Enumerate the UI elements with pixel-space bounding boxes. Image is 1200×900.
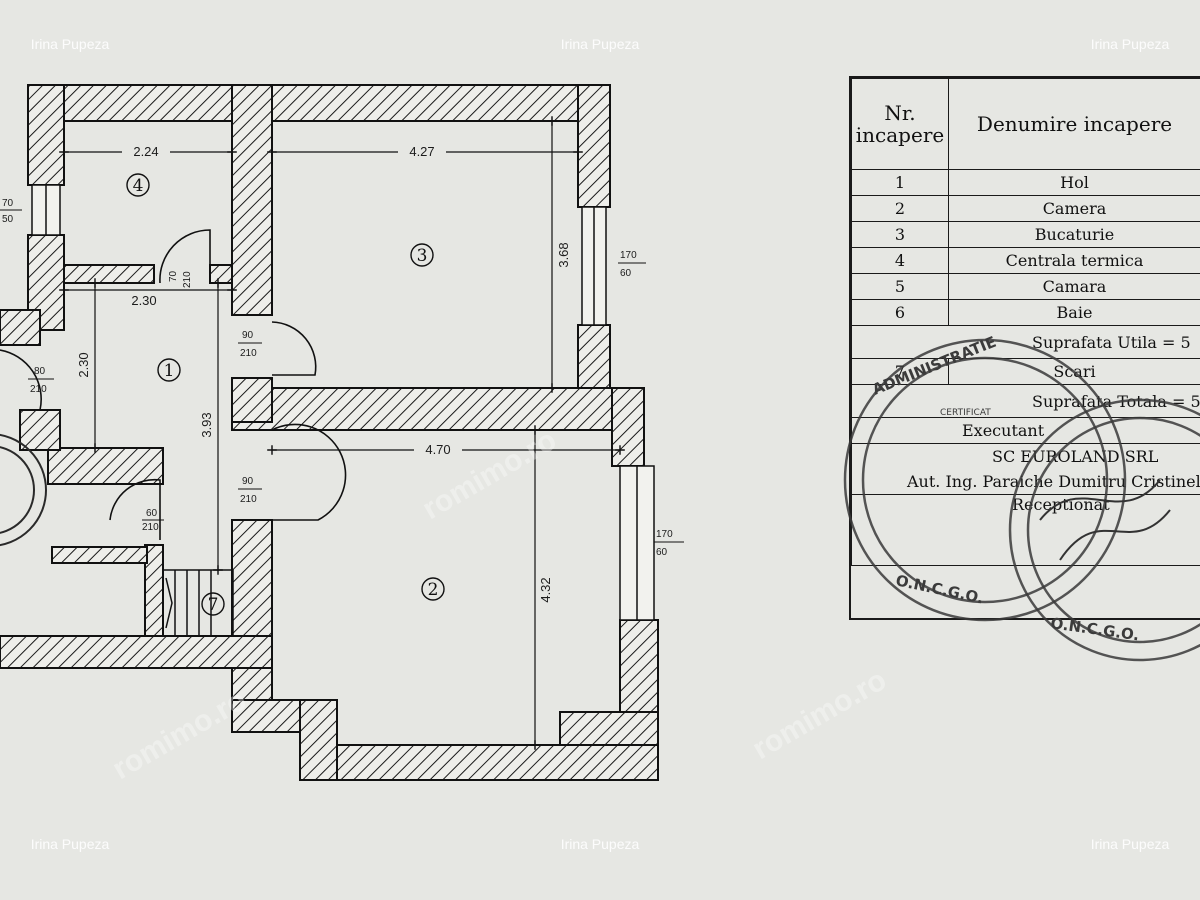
opening-labels: 70 50 170 60 170 60 70 210 90 210 90 210… [0, 198, 684, 558]
wall-left-stub [0, 309, 41, 346]
door-room2 [271, 423, 347, 521]
site-watermarks: romimo.ro romimo.ro romimo.ro [107, 423, 892, 786]
dim-hall-length: 3.93 [199, 412, 214, 437]
door-room2-width: 90 [242, 476, 254, 487]
room-numbers [126, 173, 445, 616]
door-bath [109, 478, 161, 540]
left-stamp [0, 433, 47, 547]
door-bath-width: 60 [146, 508, 158, 519]
dim-hall-depth: 2.30 [76, 352, 91, 377]
wall-bottom-2 [299, 744, 659, 781]
legend-header-name: Denumire incapere [948, 78, 1200, 170]
dim-room2-depth: 4.32 [538, 577, 553, 602]
legend-autorizat: Aut. Ing. Paraiche Dumitru Cristinel [851, 469, 1200, 495]
wall-top [27, 84, 611, 122]
door-room4-width: 70 [168, 270, 179, 282]
wall-bottom-step-b [299, 699, 338, 781]
legend-firma: SC EUROLAND SRL [851, 443, 1200, 469]
wall-under-4b [209, 264, 233, 284]
wall-right-3-bot [577, 324, 611, 391]
site-watermark: romimo.ro [417, 423, 562, 526]
door-left-width: 80 [34, 366, 46, 377]
dimension-labels: 2.24 4.27 3.68 2.30 2.30 3.93 4.70 4.32 [76, 142, 571, 603]
door-room2-height: 210 [240, 494, 257, 505]
windows [31, 184, 655, 621]
legend-header-nr: Nr. incapere [851, 78, 949, 170]
door-room3 [271, 321, 317, 376]
dim-room3-depth: 3.68 [556, 242, 571, 267]
walls [0, 84, 659, 781]
room-1-number: 1 [164, 361, 175, 381]
stairs [162, 569, 234, 637]
wall-corner-right [611, 387, 645, 467]
legend-receptionat: Receptionat [851, 494, 1200, 566]
wall-hall-right-a [231, 377, 273, 423]
wall-bath-top [47, 447, 164, 485]
window-room2-width: 170 [656, 529, 673, 540]
site-watermark: romimo.ro [747, 663, 892, 766]
wall-bottom-step-c [559, 711, 659, 746]
window-room3-width: 170 [620, 250, 637, 261]
room-4-number: 4 [133, 176, 144, 196]
door-bath-height: 210 [142, 522, 159, 533]
door-left-height: 210 [30, 384, 47, 395]
wall-bottom-left [0, 635, 273, 669]
wall-right-3-top [577, 84, 611, 208]
wall-left-stub2 [19, 409, 61, 451]
legend-executant: Executant [851, 417, 1200, 444]
dim-hall-width: 2.30 [131, 293, 156, 308]
window-left-width: 70 [2, 198, 14, 209]
dim-room4-width: 2.24 [133, 144, 158, 159]
wall-4-3 [231, 84, 273, 316]
wall-left-upper [27, 84, 65, 186]
room-7-number: 7 [208, 595, 219, 615]
dim-room3-width: 4.27 [409, 144, 434, 159]
legend-suprafata-utila: Suprafata Utila = 5 [851, 325, 1200, 359]
door-room4-height: 210 [182, 271, 193, 288]
wall-bath-bottom [51, 546, 148, 564]
door-room3-height: 210 [240, 348, 257, 359]
window-room2-height: 60 [656, 547, 668, 558]
site-watermark: romimo.ro [107, 683, 252, 786]
door-room4 [159, 229, 211, 284]
room-2-number: 2 [428, 580, 439, 600]
dim-room2-width: 4.70 [425, 442, 450, 457]
door-left [0, 349, 42, 411]
window-left-height: 50 [2, 214, 14, 225]
window-room3-height: 60 [620, 268, 632, 279]
door-room3-width: 90 [242, 330, 254, 341]
legend-suprafata-totala: Suprafata Totala = 5 [851, 384, 1200, 418]
room-3-number: 3 [417, 246, 428, 266]
wall-hall-right-b [231, 519, 273, 733]
wall-3-2 [231, 387, 645, 431]
wall-under-4 [63, 264, 155, 284]
